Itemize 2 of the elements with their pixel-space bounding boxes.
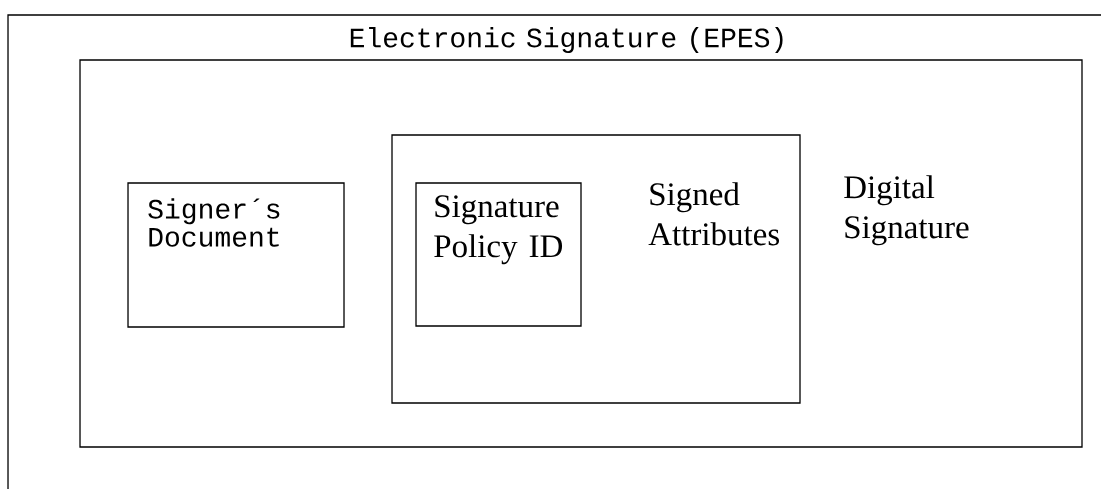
policy-box: Signature Policy ID (415, 182, 582, 327)
document-box: Signer´s Document (127, 182, 345, 328)
